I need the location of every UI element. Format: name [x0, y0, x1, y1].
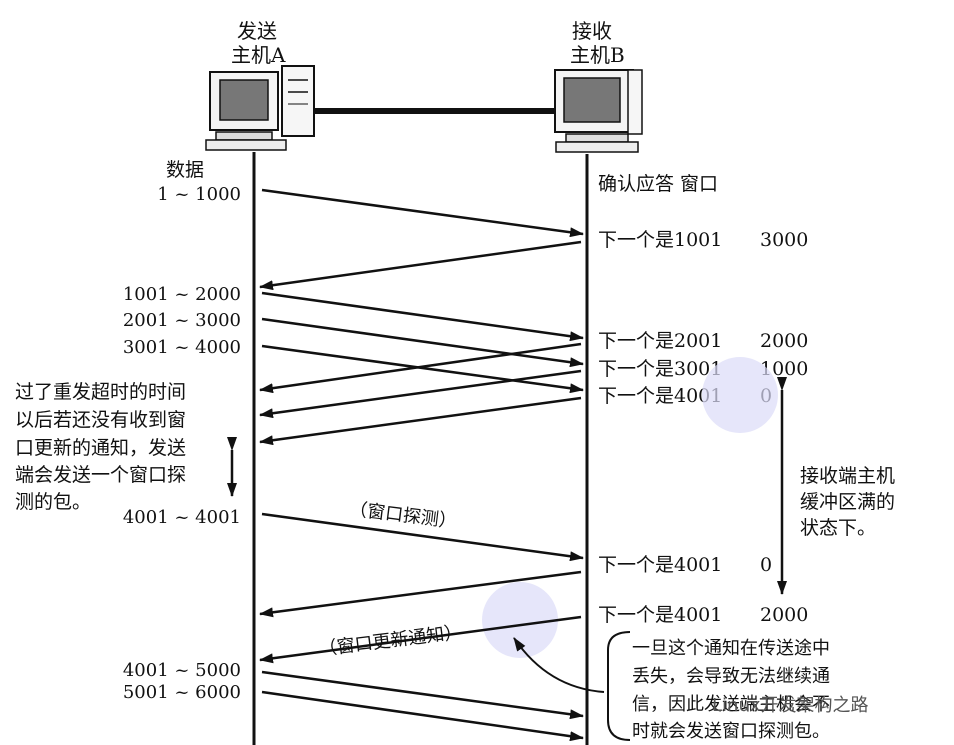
window-label: 2000 — [760, 330, 808, 352]
data-arrow — [261, 344, 584, 394]
window-probe-arrow — [261, 512, 584, 562]
data-arrow — [261, 670, 584, 720]
segment-label: 4001 ~ 4001 — [123, 507, 241, 528]
ack-arrow — [259, 369, 582, 419]
data-arrow — [261, 690, 584, 742]
timeout-note-line: 测的包。 — [15, 491, 91, 513]
ack-label: 下一个是3001 — [598, 358, 722, 380]
loss-note-line: 丢失，会导致无法继续通 — [632, 666, 830, 687]
timeout-note-line: 端会发送一个窗口探 — [15, 464, 186, 486]
ack-arrow — [259, 342, 582, 394]
window-label: 1000 — [760, 358, 808, 380]
loss-note-pointer-arrow — [513, 637, 605, 693]
ack-arrow — [259, 240, 582, 291]
window-label: 0 — [760, 554, 772, 576]
loss-note-line: 时就会发送窗口探测包。 — [632, 721, 830, 742]
sender-host-label-1: 发送 — [237, 19, 277, 43]
ack-arrow — [259, 570, 582, 618]
data-column-label: 数据 — [166, 159, 204, 181]
receiver-computer-icon — [554, 69, 643, 153]
loss-note-bracket — [607, 631, 631, 741]
ack-label: 下一个是4001 — [598, 554, 722, 576]
ack-label: 下一个是4001 — [598, 604, 722, 626]
window-label: 2000 — [760, 604, 808, 626]
sender-computer-icon — [205, 65, 315, 151]
buffer-full-note-line: 缓冲区满的 — [800, 491, 895, 513]
segment-label: 1001 ~ 2000 — [123, 284, 241, 305]
receiver-host-label-2: 主机B — [570, 43, 625, 67]
loss-note-line: 信，因此发送端主机会不 — [632, 694, 830, 715]
timeout-note-line: 以后若还没有收到窗 — [15, 409, 186, 431]
timeout-note-line: 过了重发超时的时间 — [15, 381, 186, 403]
highlight-circle — [482, 582, 558, 658]
window-label: 3000 — [760, 229, 808, 251]
highlight-circle — [702, 357, 778, 433]
ack-label: 下一个是2001 — [598, 330, 722, 352]
loss-note-line: 一旦这个通知在传送途中 — [632, 638, 830, 659]
ack-window-column-label: 确认应答 窗口 — [598, 173, 718, 195]
segment-label: 4001 ~ 5000 — [123, 660, 241, 681]
watermark: Linux开发架构之路 — [712, 695, 869, 716]
timeout-note-line: 口更新的通知，发送 — [15, 437, 186, 459]
receiver-host-label-1: 接收 — [572, 19, 612, 43]
ack-label: 下一个是1001 — [598, 229, 722, 251]
window-update-arrow — [259, 615, 582, 664]
segment-label: 5001 ~ 6000 — [123, 682, 241, 703]
network-cable — [314, 108, 556, 114]
buffer-full-note-line: 接收端主机 — [800, 465, 895, 487]
sender-host-label-2: 主机A — [231, 43, 286, 67]
segment-label: 2001 ~ 3000 — [123, 310, 241, 331]
data-arrow — [261, 188, 584, 238]
data-arrow — [261, 317, 584, 368]
data-arrow — [261, 291, 584, 342]
buffer-full-note-line: 状态下。 — [800, 517, 876, 539]
window-update-label: （窗口更新通知） — [318, 622, 463, 660]
segment-label: 3001 ~ 4000 — [123, 337, 241, 358]
ack-label: 下一个是4001 — [598, 385, 722, 407]
ack-arrow — [259, 396, 582, 446]
segment-label: 1 ~ 1000 — [157, 184, 241, 205]
